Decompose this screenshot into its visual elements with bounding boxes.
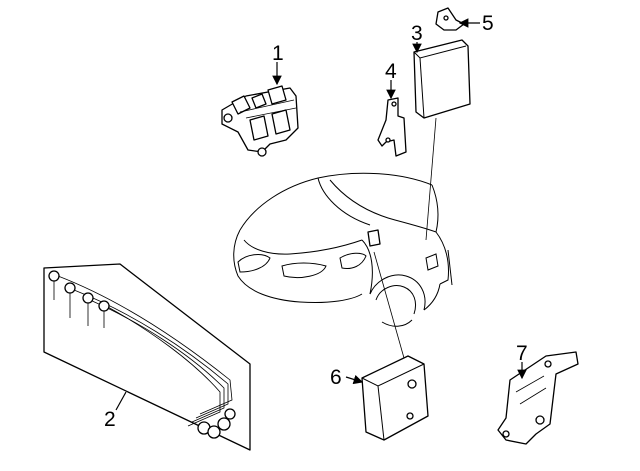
vehicle-outline	[233, 172, 453, 327]
part-7-mount-bracket	[497, 351, 579, 445]
callout-1: 1	[272, 42, 284, 86]
callout-7: 7	[516, 342, 528, 380]
part-1-relay-block	[221, 85, 299, 157]
callout-6-label: 6	[330, 366, 342, 389]
part-4-bracket	[377, 97, 407, 157]
callout-2: 2	[104, 391, 127, 431]
part-5-small-bracket	[435, 7, 465, 31]
part-2-wire-set	[43, 263, 251, 451]
callout-1-label: 1	[272, 42, 284, 65]
callout-7-label: 7	[516, 342, 528, 365]
callout-6: 6	[330, 366, 364, 389]
callout-3-label: 3	[411, 22, 423, 45]
part-6-module	[361, 251, 429, 441]
part-3-control-module	[413, 39, 471, 241]
callout-5-label: 5	[482, 12, 494, 35]
callout-3: 3	[411, 22, 423, 54]
callout-2-label: 2	[104, 408, 116, 431]
callout-4-label: 4	[385, 60, 397, 83]
callout-4: 4	[385, 60, 397, 100]
callout-5: 5	[458, 12, 494, 35]
